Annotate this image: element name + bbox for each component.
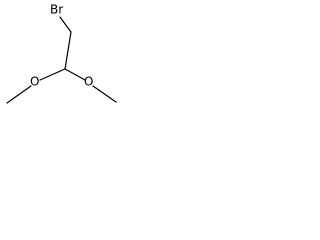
atom-oxygen-left-label: O (30, 75, 39, 89)
bond-br-ch2 (59, 16, 72, 33)
bond-ch-o-left (39, 68, 66, 81)
bond-o-right-ch3 (92, 85, 117, 103)
bond-ch-o-right (64, 68, 86, 81)
bond-o-left-ch3 (6, 85, 32, 104)
atom-oxygen-right-label: O (84, 75, 93, 89)
bond-ch2-ch (64, 31, 72, 70)
atom-bromine-label: Br (50, 3, 63, 17)
chemical-structure: Br O O (6, 3, 117, 104)
